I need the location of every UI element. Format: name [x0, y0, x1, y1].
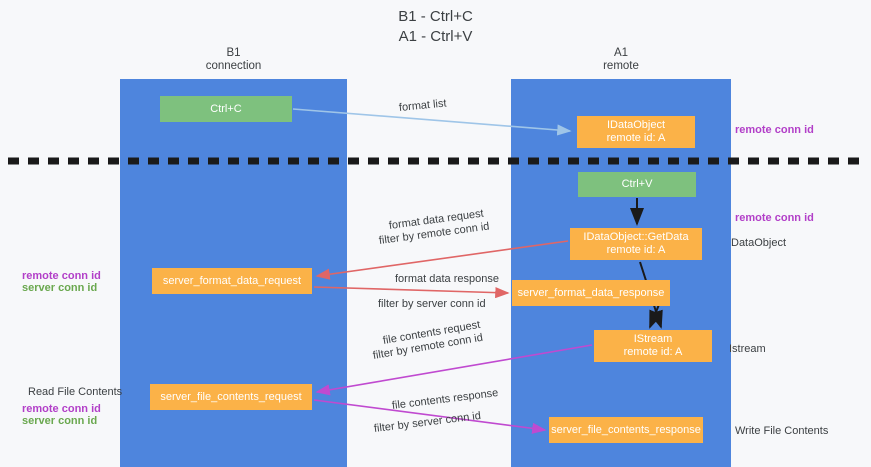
label-format-data-response-filter: filter by server conn id — [378, 297, 486, 311]
box-ctrl-c-line1: Ctrl+C — [210, 102, 242, 115]
box-server-file-contents-response[interactable]: server_file_contents_response — [549, 417, 703, 443]
box-istream[interactable]: IStream remote id: A — [594, 330, 712, 362]
label-format-data-response-filter-value: server conn id — [416, 298, 486, 310]
column-header-b1-line2: connection — [205, 60, 262, 72]
box-ctrl-v[interactable]: Ctrl+V — [578, 172, 696, 197]
box-server-format-data-request-line1: server_format_data_request — [162, 274, 302, 287]
left-label-remote-conn-id-bottom: remote conn id — [22, 403, 101, 415]
left-label-read-file-contents: Read File Contents — [28, 386, 123, 398]
box-idataobject-getdata-line2: remote id: A — [606, 244, 666, 256]
box-istream-line2: remote id: A — [623, 346, 683, 358]
column-header-a1: A1 remote — [511, 47, 731, 73]
box-idataobject-getdata[interactable]: IDataObject::GetData remote id: A — [570, 228, 702, 260]
box-ctrl-c[interactable]: Ctrl+C — [160, 96, 292, 122]
box-server-format-data-request[interactable]: server_format_data_request — [152, 268, 312, 294]
label-format-data-response: format data response — [395, 273, 499, 285]
right-label-istream: Istream — [729, 343, 766, 355]
box-server-file-contents-request[interactable]: server_file_contents_request — [150, 384, 312, 410]
box-ctrl-v-line1: Ctrl+V — [621, 178, 653, 190]
left-label-server-conn-id-mid: server conn id — [22, 282, 98, 294]
right-label-write-file-contents: Write File Contents — [735, 425, 829, 437]
box-idataobject-line1: IDataObject — [606, 119, 666, 131]
box-server-format-data-response-line1: server_format_data_response — [517, 286, 665, 299]
page-title: B1 - Ctrl+C A1 - Ctrl+V — [398, 8, 473, 45]
arrow-format-data-response — [313, 286, 510, 299]
column-header-a1-line2: remote — [603, 60, 639, 72]
column-header-a1-line1: A1 — [613, 47, 629, 59]
box-idataobject-line2: remote id: A — [606, 132, 666, 144]
arrow-file-contents-request — [315, 344, 593, 396]
box-idataobject-getdata-line1: IDataObject::GetData — [583, 231, 689, 243]
label-format-data-response-filter-prefix: filter by — [378, 298, 417, 310]
right-label-remote-conn-id-top: remote conn id — [735, 124, 814, 136]
arrow-file-contents-response — [313, 399, 547, 434]
box-server-file-contents-response-line1: server_file_contents_response — [551, 423, 701, 436]
left-label-server-conn-id-bottom: server conn id — [22, 415, 98, 427]
right-label-dataobject: DataObject — [731, 237, 787, 249]
left-label-remote-conn-id-mid: remote conn id — [22, 270, 101, 282]
arrow-format-data-request — [315, 240, 569, 280]
box-idataobject[interactable]: IDataObject remote id: A — [577, 116, 695, 148]
column-header-b1: B1 connection — [120, 47, 347, 73]
right-label-remote-conn-id-mid: remote conn id — [735, 212, 814, 224]
column-header-b1-line1: B1 — [226, 47, 241, 59]
box-server-file-contents-request-line1: server_file_contents_request — [160, 390, 302, 403]
arrow-format-list — [292, 108, 572, 136]
box-server-format-data-response[interactable]: server_format_data_response — [512, 280, 670, 306]
box-istream-line1: IStream — [633, 333, 673, 345]
